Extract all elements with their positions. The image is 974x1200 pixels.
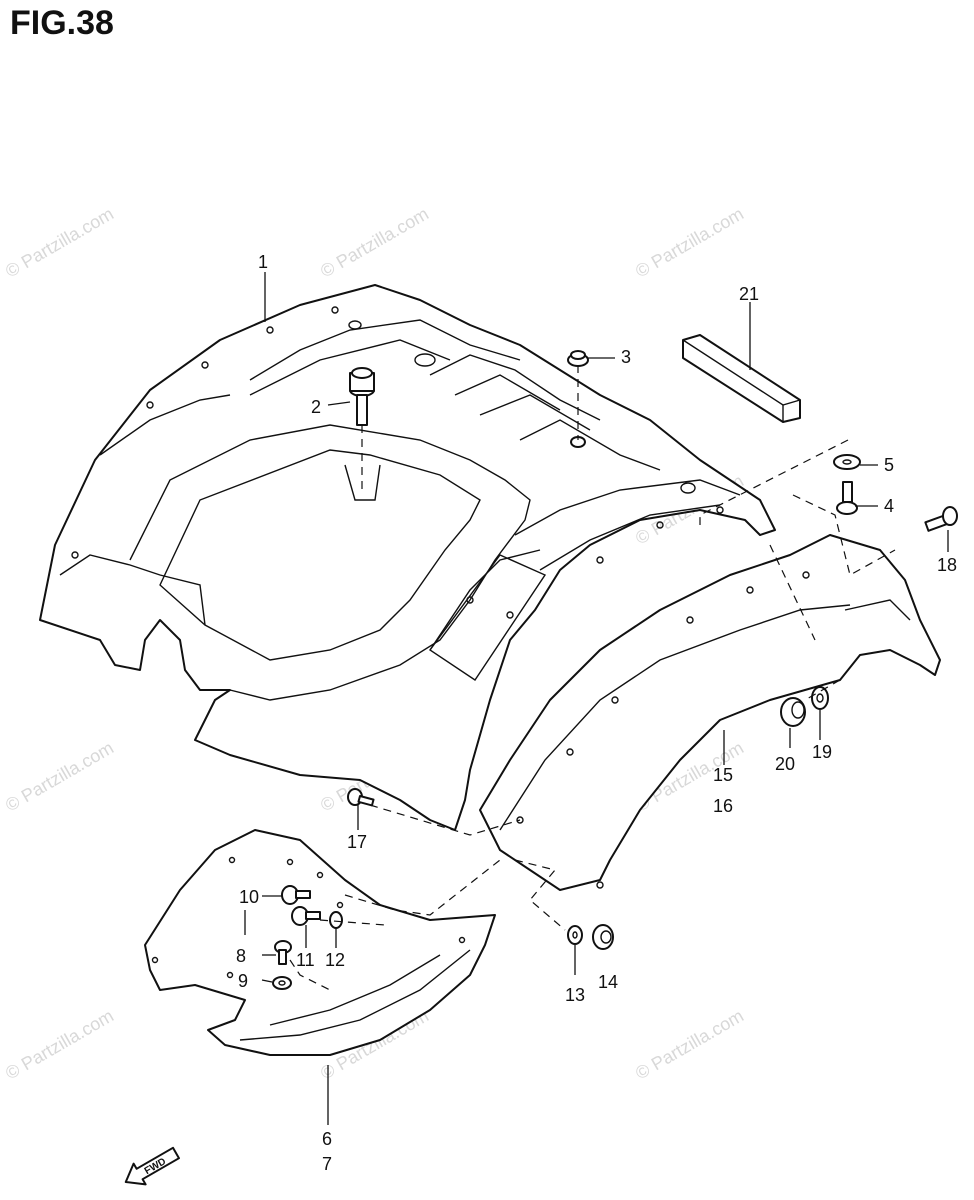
callout-18: 18 (937, 555, 957, 575)
callout-labels: 1 2 3 4 5 6 7 8 9 10 11 12 13 14 15 16 1… (236, 252, 957, 1174)
part-8-screw (274, 940, 292, 965)
figure-title: FIG.38 (10, 4, 114, 42)
callout-15: 15 (713, 765, 733, 785)
part-19-washer (811, 686, 829, 710)
callout-2: 2 (311, 397, 321, 417)
watermark: © Partzilla.com (632, 203, 747, 281)
part-21-foam-block (682, 334, 801, 423)
part-12-washer (329, 911, 343, 929)
callout-21: 21 (739, 284, 759, 304)
part-20-collar (780, 697, 806, 727)
part-18-bolt (924, 506, 958, 532)
watermark: © Partzilla.com (2, 1005, 117, 1083)
part-1-rear-fender (39, 284, 776, 831)
callout-3: 3 (621, 347, 631, 367)
callout-16: 16 (713, 796, 733, 816)
callout-4: 4 (884, 496, 894, 516)
part-6-7-mud-guard (144, 829, 496, 1056)
part-2-bolt (349, 367, 375, 426)
callout-8: 8 (236, 946, 246, 966)
forward-arrow-icon: FWD (124, 1146, 180, 1186)
callout-12: 12 (325, 950, 345, 970)
hardware (272, 350, 958, 990)
part-4-bolt (836, 481, 858, 515)
part-5-washer (833, 454, 861, 470)
callout-19: 19 (812, 742, 832, 762)
callout-13: 13 (565, 985, 585, 1005)
part-15-16-fender-flap (479, 534, 941, 891)
callout-9: 9 (238, 971, 248, 991)
callout-14: 14 (598, 972, 618, 992)
assembly-lines (289, 365, 896, 991)
callout-10: 10 (239, 887, 259, 907)
part-9-washer (272, 976, 292, 990)
callout-1: 1 (258, 252, 268, 272)
callout-5: 5 (884, 455, 894, 475)
part-17-screw (347, 788, 375, 807)
watermark: © Partzilla.com (632, 1005, 747, 1083)
callout-11: 11 (296, 950, 315, 970)
part-11-screw (291, 906, 321, 926)
part-10-screw (281, 885, 311, 905)
callout-17: 17 (347, 832, 367, 852)
callout-20: 20 (775, 754, 795, 774)
part-13-washer (567, 925, 583, 945)
forward-arrow-label: FWD (143, 1156, 168, 1177)
watermark: © Partzilla.com (317, 203, 432, 281)
part-14-nut (592, 924, 614, 950)
watermark: © Partzilla.com (2, 737, 117, 815)
callout-7: 7 (322, 1154, 332, 1174)
watermark: © Partzilla.com (2, 203, 117, 281)
leader-lines (244, 272, 949, 1125)
callout-6: 6 (322, 1129, 332, 1149)
